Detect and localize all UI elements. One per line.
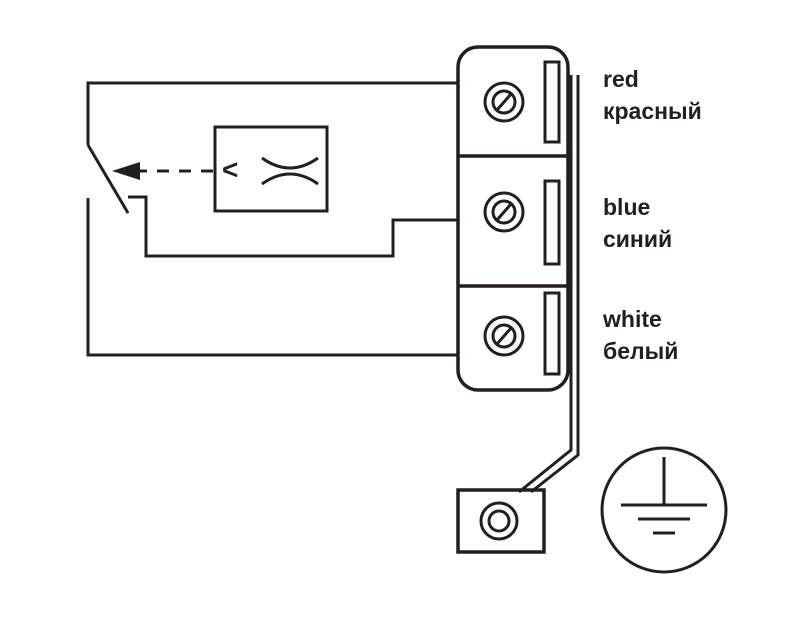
terminal-blue (483, 179, 561, 266)
screw-icon (483, 81, 525, 123)
terminal-labels: red красный blue синий white белый (602, 66, 702, 364)
ground-icon (600, 446, 728, 574)
wires (86, 81, 458, 357)
screw-slot (495, 93, 513, 111)
ground-wire-left (518, 75, 573, 494)
ground-connection (456, 75, 580, 554)
label-red-ru: красный (603, 98, 702, 124)
terminal-block-body (456, 45, 570, 392)
screw-head (491, 89, 517, 115)
wire-slot (543, 60, 561, 144)
ground-screw-icon (479, 501, 519, 541)
screw-slot (495, 327, 513, 345)
wire-blue (128, 195, 458, 258)
screw-head (491, 323, 517, 349)
ground-screw-head (487, 509, 511, 533)
label-red-en: red (603, 66, 639, 92)
terminal-white (483, 291, 561, 376)
terminal-red (483, 60, 561, 144)
wire-slot (543, 179, 561, 266)
sensor: < (112, 125, 329, 213)
screw-head (491, 199, 517, 225)
screw-icon (483, 191, 525, 233)
sensor-symbol: < (222, 154, 238, 185)
wire-white (86, 198, 458, 357)
switch-blade (86, 144, 130, 214)
screw-icon (483, 315, 525, 357)
sensor-box (213, 125, 329, 213)
actuation-arrow-head (112, 162, 140, 180)
wire-red (86, 81, 458, 145)
flow-constriction-icon (261, 156, 319, 186)
label-white-en: white (602, 306, 662, 332)
ground-lug (456, 488, 546, 554)
label-blue-ru: синий (603, 226, 672, 252)
label-blue-en: blue (603, 194, 650, 220)
ground-wire-right (530, 75, 580, 494)
screw-slot (495, 203, 513, 221)
terminal-block (456, 45, 570, 392)
wire-slot (543, 291, 561, 376)
ground-symbol-circle (600, 446, 728, 574)
label-white-ru: белый (603, 338, 678, 364)
